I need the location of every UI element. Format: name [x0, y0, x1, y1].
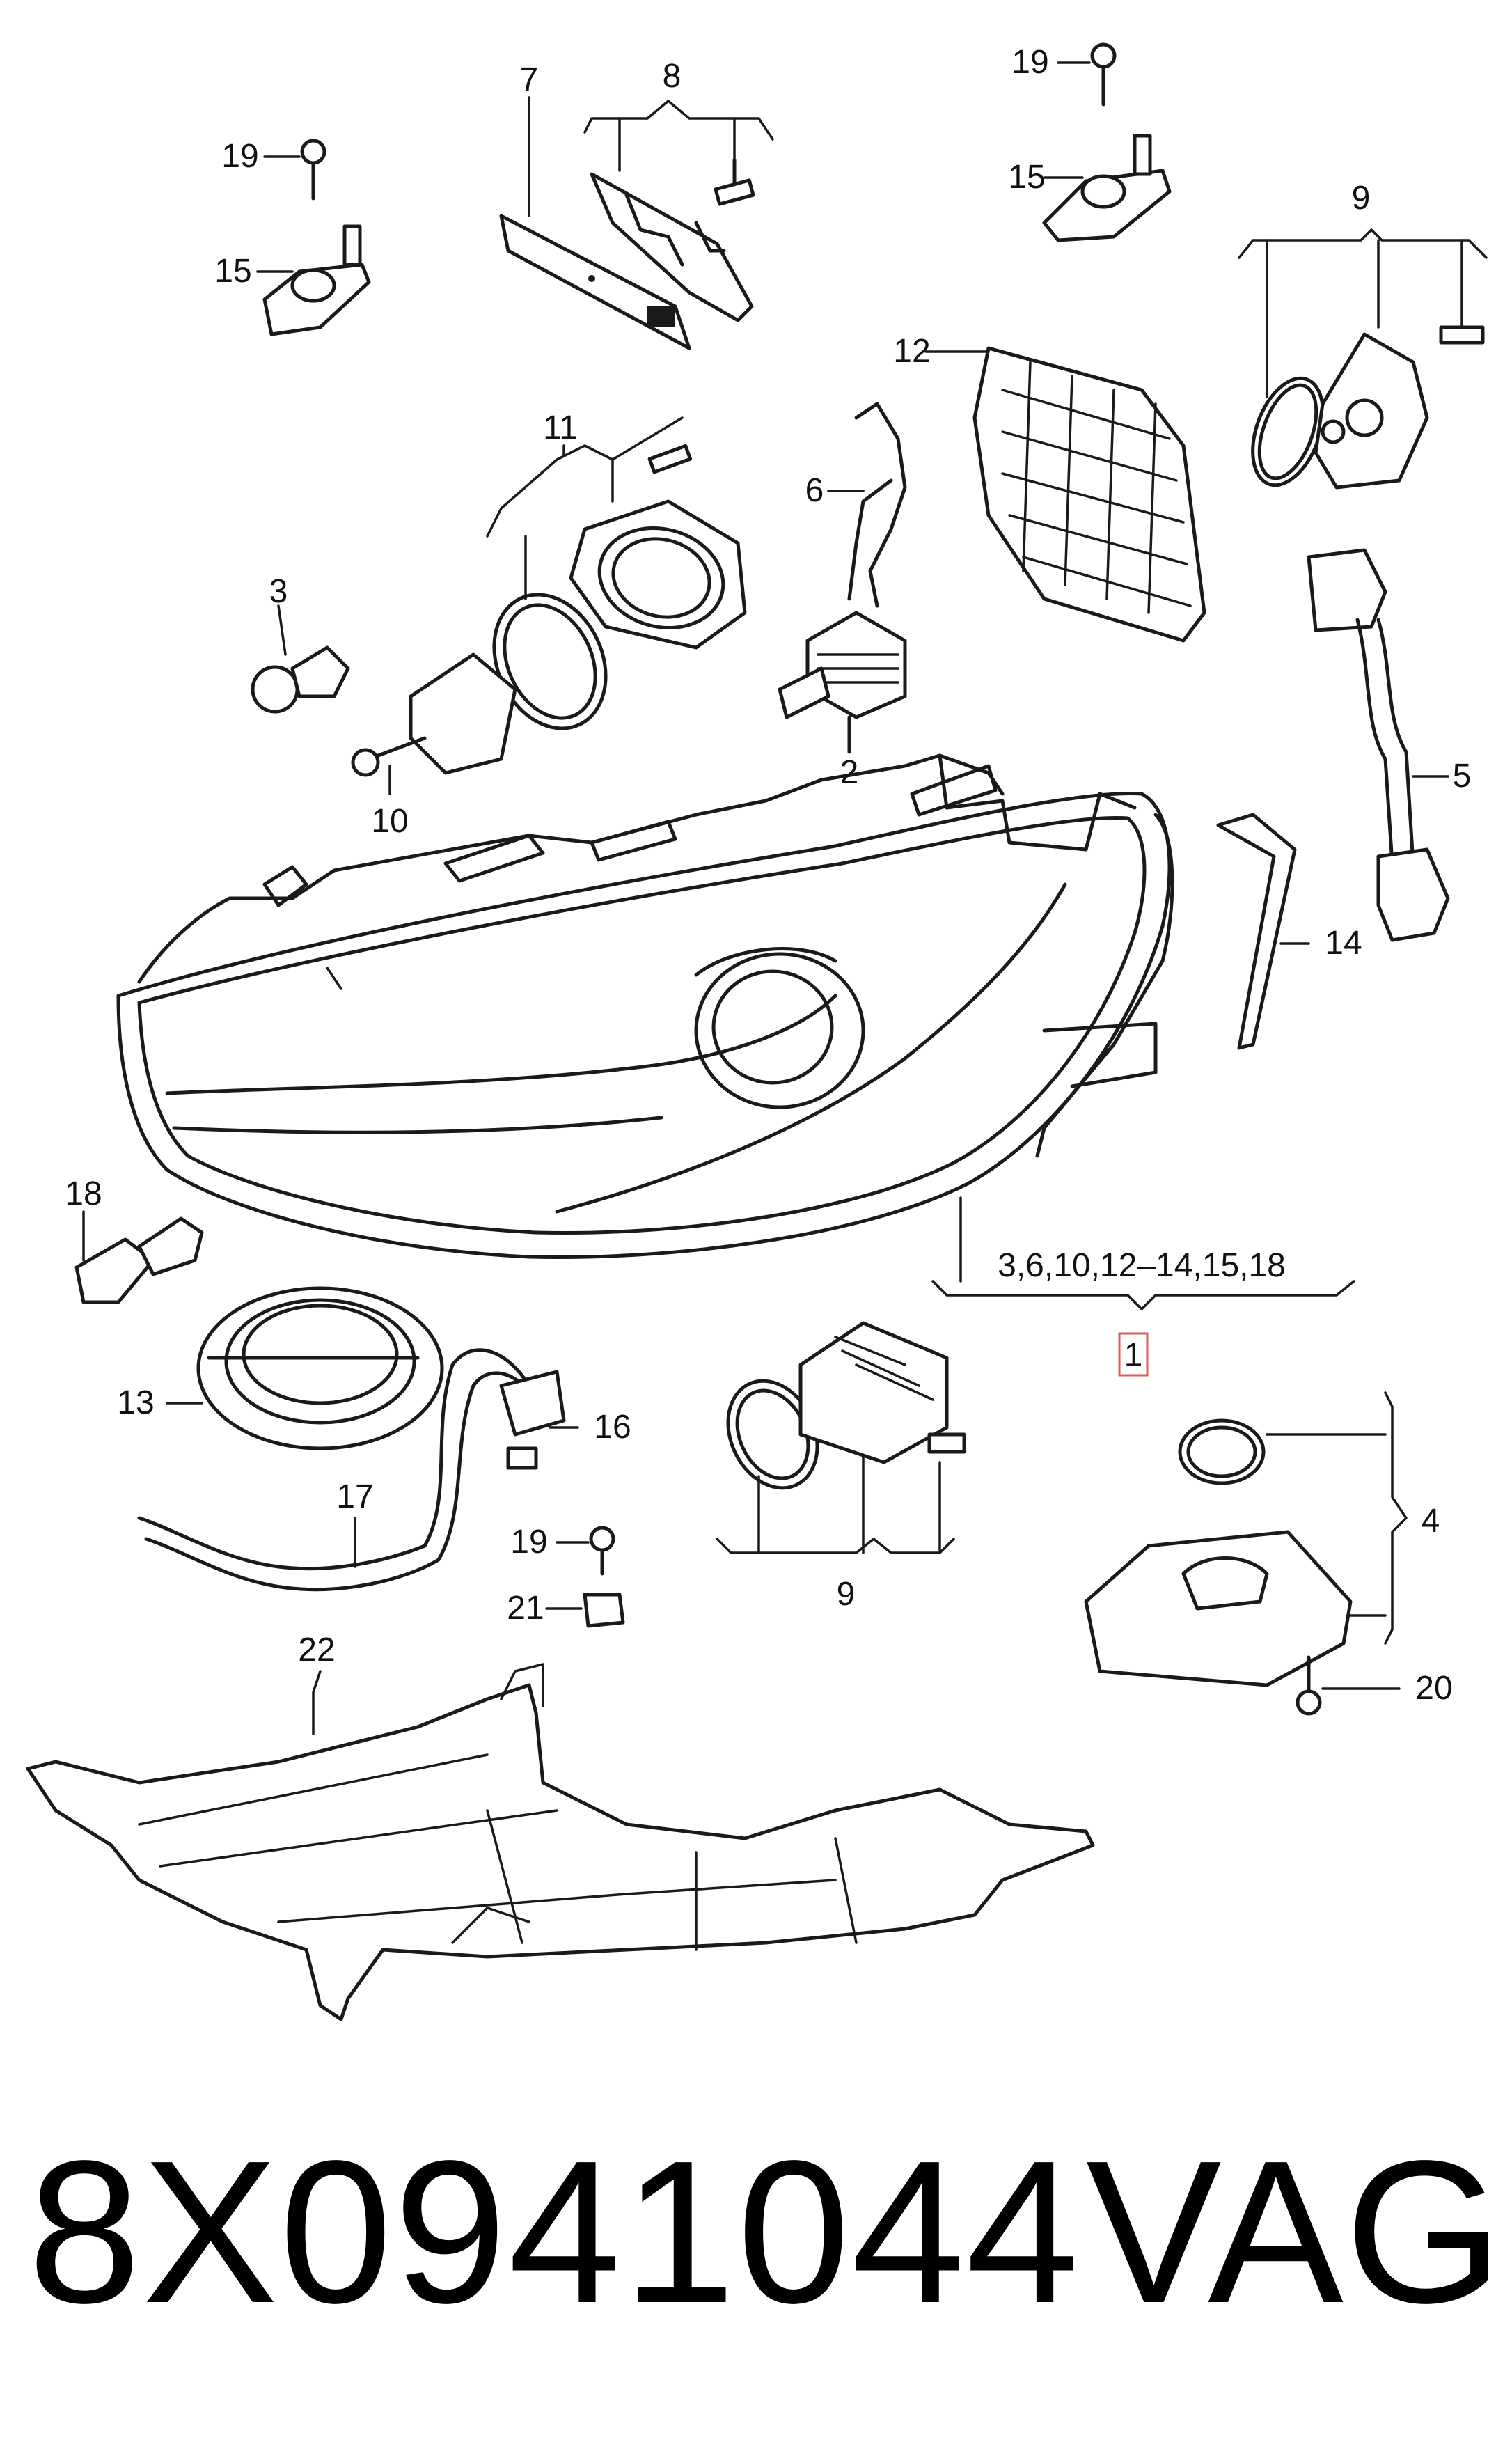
callout-9-top: 9	[1352, 180, 1371, 217]
part-6-spring-clip	[827, 402, 907, 608]
callout-15-right: 15	[1008, 159, 1045, 196]
part-15-right-adjuster	[1042, 42, 1172, 242]
callout-21: 21	[507, 1590, 544, 1627]
callout-9-bottom: 9	[837, 1576, 856, 1613]
part-17-vent-hose	[137, 1348, 531, 1592]
callout-12: 12	[893, 333, 930, 370]
brand-name: VAG	[1086, 2118, 1504, 2345]
part-4-ballast	[1084, 1391, 1408, 1687]
callout-4: 4	[1422, 1503, 1440, 1540]
part-number: 8X0941044	[28, 2118, 1080, 2345]
part-18-bulb-socket	[74, 1210, 204, 1304]
callout-17: 17	[336, 1478, 373, 1515]
callout-19-middle: 19	[510, 1524, 547, 1560]
callout-19-left: 19	[221, 138, 258, 175]
callout-3: 3	[269, 573, 288, 610]
callout-20: 20	[1415, 1670, 1452, 1707]
callout-7: 7	[520, 61, 539, 98]
callout-18: 18	[65, 1175, 102, 1212]
part-8-bracket	[583, 100, 774, 322]
group-leader-headlight	[931, 1196, 1355, 1310]
part-22-mounting-bracket	[26, 1663, 1095, 2021]
callout-1-highlight	[1118, 1332, 1149, 1377]
callout-16: 16	[594, 1409, 631, 1446]
footer: 8X0941044 VAG	[0, 2117, 1512, 2347]
part-16-hose-connector	[499, 1370, 579, 1470]
part-9-cover-assembly-bottom	[716, 1321, 966, 1554]
callout-22: 22	[298, 1632, 335, 1668]
callout-11: 11	[543, 409, 578, 446]
part-13-lens-ring	[166, 1286, 444, 1450]
part-14-seal-strip	[1216, 813, 1310, 1050]
callout-1: 1	[1124, 1337, 1143, 1374]
callout-5: 5	[1453, 758, 1472, 795]
callout-13: 13	[117, 1384, 154, 1421]
part-10-bulb-holder	[351, 652, 517, 795]
callout-8: 8	[663, 58, 682, 95]
part-2-xenon-module	[778, 611, 907, 754]
callout-19-right: 19	[1011, 44, 1048, 81]
part-15-left-adjuster	[256, 139, 371, 336]
headlight-housing	[116, 753, 1174, 1260]
callout-2: 2	[840, 754, 859, 791]
part-3-bulb	[251, 604, 350, 714]
part-12-mesh-frame	[924, 346, 1206, 643]
callout-group-headlight: 3,6,10,12–14,15,18	[998, 1247, 1286, 1284]
callout-10: 10	[371, 803, 408, 840]
callout-15-left: 15	[214, 253, 251, 290]
part-7-trim-strip	[499, 96, 691, 350]
callout-6: 6	[805, 472, 824, 509]
callout-labels: 1 2 3 4 5 6 7 8 9 9 10 11 12 13 14 15 15…	[65, 44, 1471, 1707]
part-20-screw	[1296, 1655, 1401, 1716]
callout-14: 14	[1325, 925, 1362, 962]
part-5-wiring-harness	[1307, 548, 1450, 942]
part-9-cover-assembly-top	[1238, 228, 1488, 490]
part-21-clip	[545, 1526, 625, 1628]
